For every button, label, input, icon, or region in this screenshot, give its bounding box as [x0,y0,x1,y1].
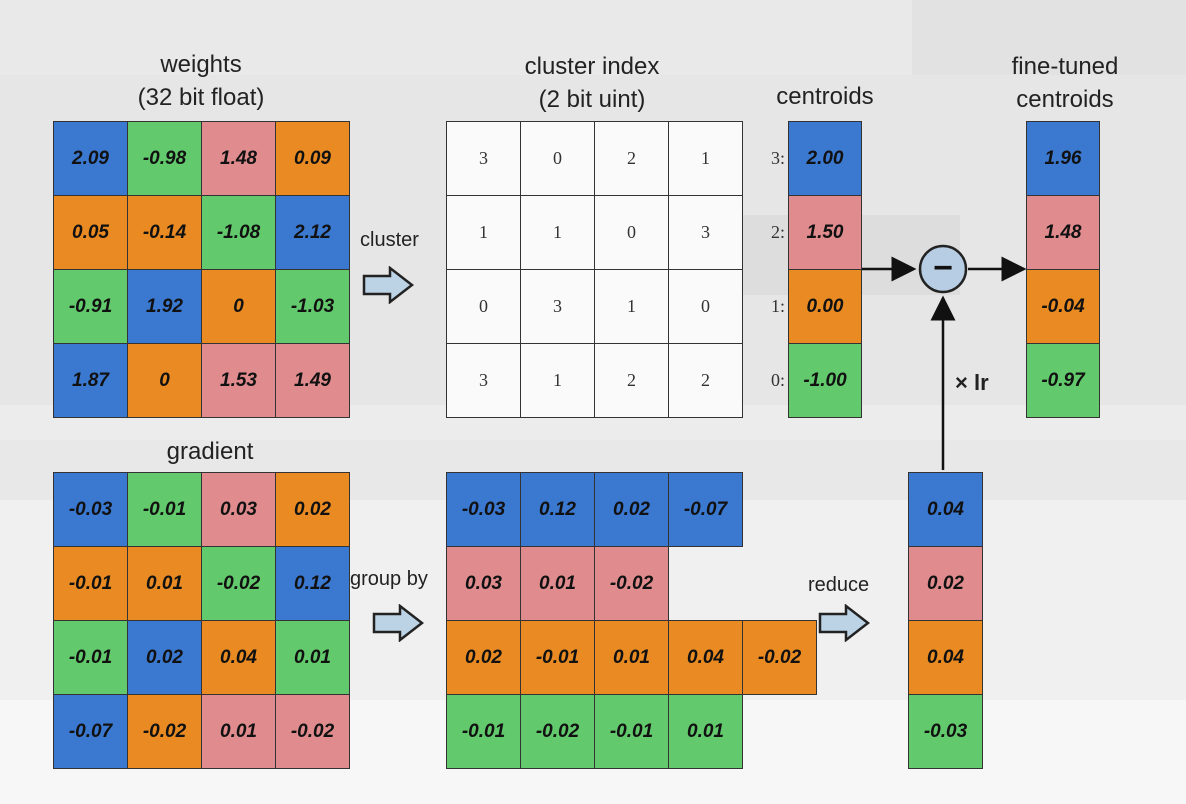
centroid-cell: -1.00 [788,343,862,418]
cluster-index-cell: 0 [446,269,521,344]
centroid-cell: 2.00 [788,121,862,196]
weight-cell: 1.53 [201,343,276,418]
weight-cell: -1.08 [201,195,276,270]
centroid-index-label: 1: [770,296,785,316]
centroid-index-label: 2: [770,222,785,242]
cluster-index-cell: 3 [520,269,595,344]
grouped-gradient-cell: -0.03 [446,472,521,547]
weight-cell: -0.14 [127,195,202,270]
weight-cell: 1.92 [127,269,202,344]
cluster-index-cell: 2 [668,343,743,418]
weight-cell: 1.87 [53,343,128,418]
cluster-index-cell: 1 [594,269,669,344]
weight-cell: -0.98 [127,121,202,196]
cluster-index-cell: 1 [520,343,595,418]
reduced-gradient-cell: -0.03 [908,694,983,769]
centroids-title: centroids [776,83,874,110]
gradient-cell: -0.02 [275,694,350,769]
cluster-index-title: cluster index (2 bit uint) [524,53,660,113]
grouped-gradient-cell: 0.01 [520,546,595,621]
grouped-gradient-cell: 0.02 [594,472,669,547]
group-by-label: group by [350,568,428,590]
gradient-cell: 0.02 [127,620,202,695]
background-band [912,0,1186,80]
grouped-gradient-cell: -0.01 [520,620,595,695]
reduce-label: reduce [808,574,870,596]
weight-cell: 0.09 [275,121,350,196]
cluster-index-cell: 3 [446,121,521,196]
group-by-arrow-icon [372,604,424,642]
gradient-cell: 0.03 [201,472,276,547]
fine-tuned-centroid-cell: -0.97 [1026,343,1100,418]
weight-cell: 1.49 [275,343,350,418]
learning-rate-label: × lr [955,370,989,395]
grouped-gradient-cell: -0.01 [446,694,521,769]
centroid-cell: 0.00 [788,269,862,344]
grouped-gradient-cell: 0.12 [520,472,595,547]
weight-cell: 2.12 [275,195,350,270]
grouped-gradient-cell: -0.02 [742,620,817,695]
grouped-gradient-cell: -0.01 [594,694,669,769]
minus-operator-circle [918,244,968,294]
reduced-gradient-cell: 0.04 [908,620,983,695]
weight-cell: 0 [127,343,202,418]
gradient-cell: -0.01 [127,472,202,547]
centroid-index-label: 3: [770,148,785,168]
gradient-cell: -0.02 [201,546,276,621]
grouped-gradient-cell: 0.04 [668,620,743,695]
fine-tuned-centroid-cell: 1.48 [1026,195,1100,270]
cluster-label: cluster [360,229,419,251]
gradient-cell: 0.12 [275,546,350,621]
grouped-gradient-cell: -0.02 [594,546,669,621]
gradient-cell: 0.02 [275,472,350,547]
grouped-gradient-cell: 0.03 [446,546,521,621]
weights-title: weights (32 bit float) [137,51,265,111]
gradient-title: gradient [166,438,254,465]
weight-cell: 0.05 [53,195,128,270]
cluster-index-cell: 1 [446,195,521,270]
gradient-cell: 0.01 [201,694,276,769]
weight-cell: -1.03 [275,269,350,344]
gradient-cell: 0.01 [127,546,202,621]
weight-cell: 2.09 [53,121,128,196]
cluster-arrow-icon [362,266,414,304]
gradient-cell: 0.01 [275,620,350,695]
centroid-cell: 1.50 [788,195,862,270]
grouped-gradient-cell: 0.01 [594,620,669,695]
weight-cell: 0 [201,269,276,344]
reduced-gradient-cell: 0.02 [908,546,983,621]
cluster-index-cell: 1 [668,121,743,196]
cluster-index-cell: 2 [594,121,669,196]
gradient-cell: -0.01 [53,546,128,621]
weight-cell: -0.91 [53,269,128,344]
fine-tuned-centroids-title: fine-tuned centroids [1011,53,1119,113]
fine-tuned-centroid-cell: -0.04 [1026,269,1100,344]
cluster-index-cell: 0 [594,195,669,270]
minus-operator-icon: − [933,249,953,287]
cluster-index-cell: 1 [520,195,595,270]
grouped-gradient-cell: 0.02 [446,620,521,695]
gradient-cell: -0.03 [53,472,128,547]
cluster-index-cell: 3 [668,195,743,270]
cluster-index-cell: 0 [520,121,595,196]
centroid-index-label: 0: [770,370,785,390]
weight-cell: 1.48 [201,121,276,196]
gradient-cell: -0.01 [53,620,128,695]
grouped-gradient-cell: -0.07 [668,472,743,547]
reduced-gradient-cell: 0.04 [908,472,983,547]
fine-tuned-centroid-cell: 1.96 [1026,121,1100,196]
cluster-index-cell: 2 [594,343,669,418]
grouped-gradient-cell: -0.02 [520,694,595,769]
reduce-arrow-icon [818,604,870,642]
grouped-gradient-cell: 0.01 [668,694,743,769]
cluster-index-cell: 3 [446,343,521,418]
gradient-cell: -0.02 [127,694,202,769]
gradient-cell: 0.04 [201,620,276,695]
gradient-cell: -0.07 [53,694,128,769]
cluster-index-cell: 0 [668,269,743,344]
